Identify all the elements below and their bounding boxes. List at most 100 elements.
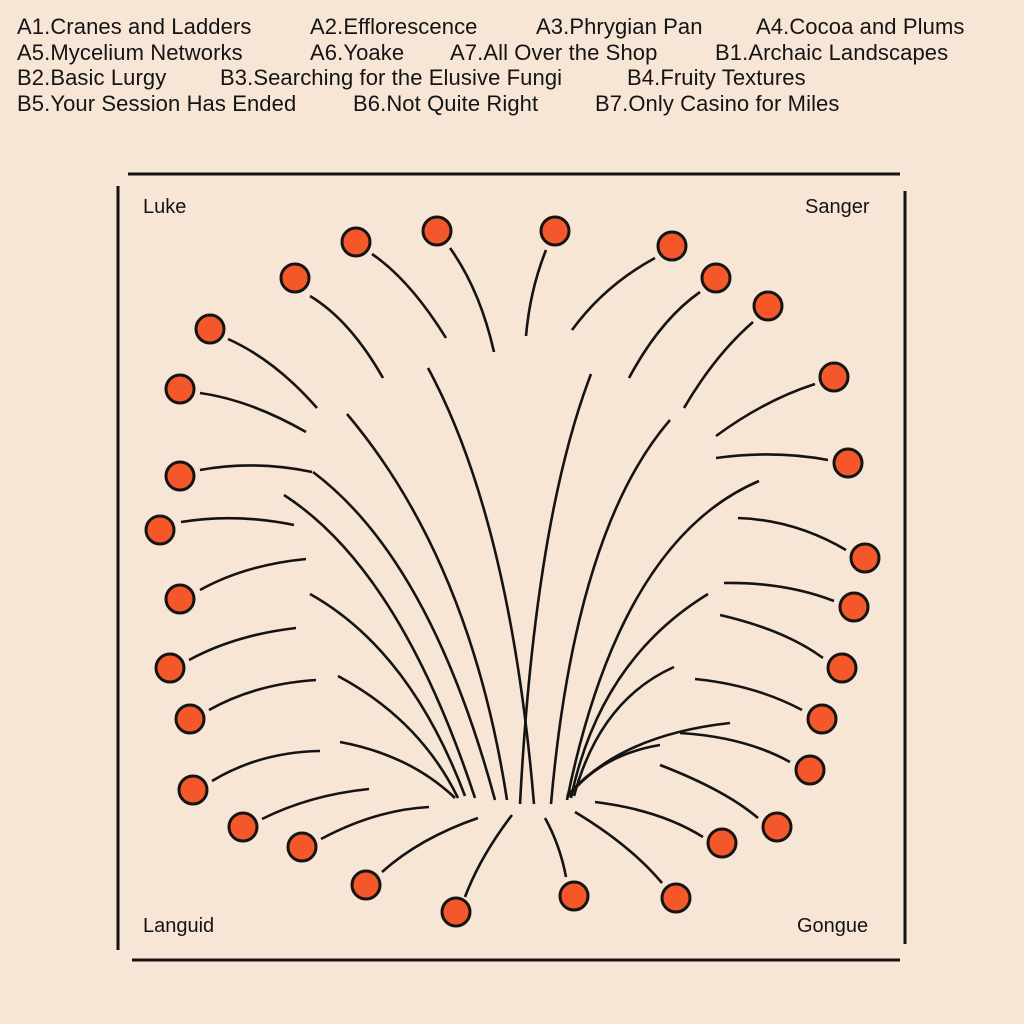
track-a5: A5.Mycelium Networks xyxy=(17,39,243,65)
stem-curve xyxy=(199,557,307,592)
stem-curve xyxy=(715,453,829,462)
dot xyxy=(421,215,453,247)
tracklist-row: B2.Basic Lurgy B3.Searching for the Elus… xyxy=(17,65,1017,91)
stem-curve xyxy=(659,763,759,819)
tracklist-row: B5.Your Session Has Ended B6.Not Quite R… xyxy=(17,91,1017,117)
stem-curve xyxy=(737,516,847,552)
dot xyxy=(340,226,372,258)
stem-curve xyxy=(719,613,824,660)
center-curve xyxy=(283,493,477,799)
center-curve xyxy=(346,413,509,801)
dot xyxy=(818,361,850,393)
dot xyxy=(700,262,732,294)
track-a7: A7.All Over the Shop xyxy=(450,39,658,65)
center-curve xyxy=(572,665,675,797)
stem-curve xyxy=(723,581,835,603)
stem-curve xyxy=(320,805,430,841)
track-b7: B7.Only Casino for Miles xyxy=(595,90,840,116)
stem-curve xyxy=(574,810,663,884)
dot xyxy=(164,373,196,405)
stem-curves xyxy=(180,247,847,898)
center-curve xyxy=(339,740,456,799)
stem-curve xyxy=(679,731,791,764)
dot xyxy=(144,514,176,546)
dot xyxy=(660,882,692,914)
stem-curve xyxy=(211,749,321,783)
corner-label-bottom-right: Gongue xyxy=(797,915,869,937)
dot xyxy=(154,652,186,684)
center-curve xyxy=(565,743,661,799)
center-curve xyxy=(426,367,536,805)
stem-curve xyxy=(381,816,479,873)
dot xyxy=(558,880,590,912)
stem-curve xyxy=(448,247,496,353)
track-a1: A1.Cranes and Ladders xyxy=(17,14,252,39)
dot xyxy=(286,831,318,863)
stem-curve xyxy=(715,382,816,438)
dot xyxy=(761,811,793,843)
corner-label-top-right: Sanger xyxy=(805,196,870,218)
track-a2: A2.Efflorescence xyxy=(310,14,478,39)
track-b1: B1.Archaic Landscapes xyxy=(715,39,949,65)
dot xyxy=(164,460,196,492)
stem-curve xyxy=(199,391,307,434)
stem-curve xyxy=(524,249,548,337)
track-a6: A6.Yoake xyxy=(310,39,405,65)
dot xyxy=(794,754,826,786)
dot xyxy=(279,262,311,294)
center-curve xyxy=(337,674,460,799)
dot xyxy=(227,811,259,843)
dot xyxy=(440,896,472,928)
dot xyxy=(656,230,688,262)
stem-curve xyxy=(371,252,448,339)
dot xyxy=(838,591,870,623)
center-curve xyxy=(309,592,467,797)
dot xyxy=(539,215,571,247)
center-curve xyxy=(569,592,709,799)
stem-curve xyxy=(261,787,370,821)
stem-curve xyxy=(570,256,656,331)
dot xyxy=(350,869,382,901)
center-curve xyxy=(549,419,671,805)
stem-curve xyxy=(682,321,754,409)
stem-curve xyxy=(227,337,318,409)
track-a3: A3.Phrygian Pan xyxy=(536,14,703,39)
stem-curve xyxy=(463,814,514,898)
dots xyxy=(144,215,881,928)
track-b2: B2.Basic Lurgy xyxy=(17,65,167,90)
tracklist-row: A1.Cranes and Ladders A2.Efflorescence A… xyxy=(17,14,1017,40)
dot xyxy=(194,313,226,345)
dot xyxy=(174,703,206,735)
dot xyxy=(826,652,858,684)
stem-curve xyxy=(188,626,297,662)
track-b3: B3.Searching for the Elusive Fungi xyxy=(220,65,563,90)
tracklist: A1.Cranes and Ladders A2.Efflorescence A… xyxy=(17,14,1017,116)
center-curve xyxy=(565,479,760,801)
track-b5: B5.Your Session Has Ended xyxy=(17,90,297,116)
center-curve xyxy=(312,470,497,801)
dot xyxy=(164,583,196,615)
dot xyxy=(177,774,209,806)
dot xyxy=(832,447,864,479)
stem-curve xyxy=(543,817,568,878)
tracklist-row: A5.Mycelium Networks A6.Yoake A7.All Ove… xyxy=(17,40,1017,66)
dot xyxy=(752,290,784,322)
stem-curve xyxy=(199,464,313,474)
track-a4: A4.Cocoa and Plums xyxy=(756,14,965,39)
stem-curve xyxy=(309,294,385,379)
dot xyxy=(806,703,838,735)
track-b6: B6.Not Quite Right xyxy=(353,90,539,116)
frame xyxy=(116,172,907,962)
corner-label-top-left: Luke xyxy=(143,196,187,218)
stem-curve xyxy=(694,677,803,712)
corner-label-bottom-left: Languid xyxy=(143,915,215,937)
track-b4: B4.Fruity Textures xyxy=(627,65,806,90)
dot xyxy=(849,542,881,574)
stem-curve xyxy=(594,800,704,839)
dot xyxy=(706,827,738,859)
stem-curve xyxy=(208,678,317,712)
center-curve xyxy=(518,373,593,805)
center-curves xyxy=(283,367,760,805)
stem-curve xyxy=(180,516,295,527)
